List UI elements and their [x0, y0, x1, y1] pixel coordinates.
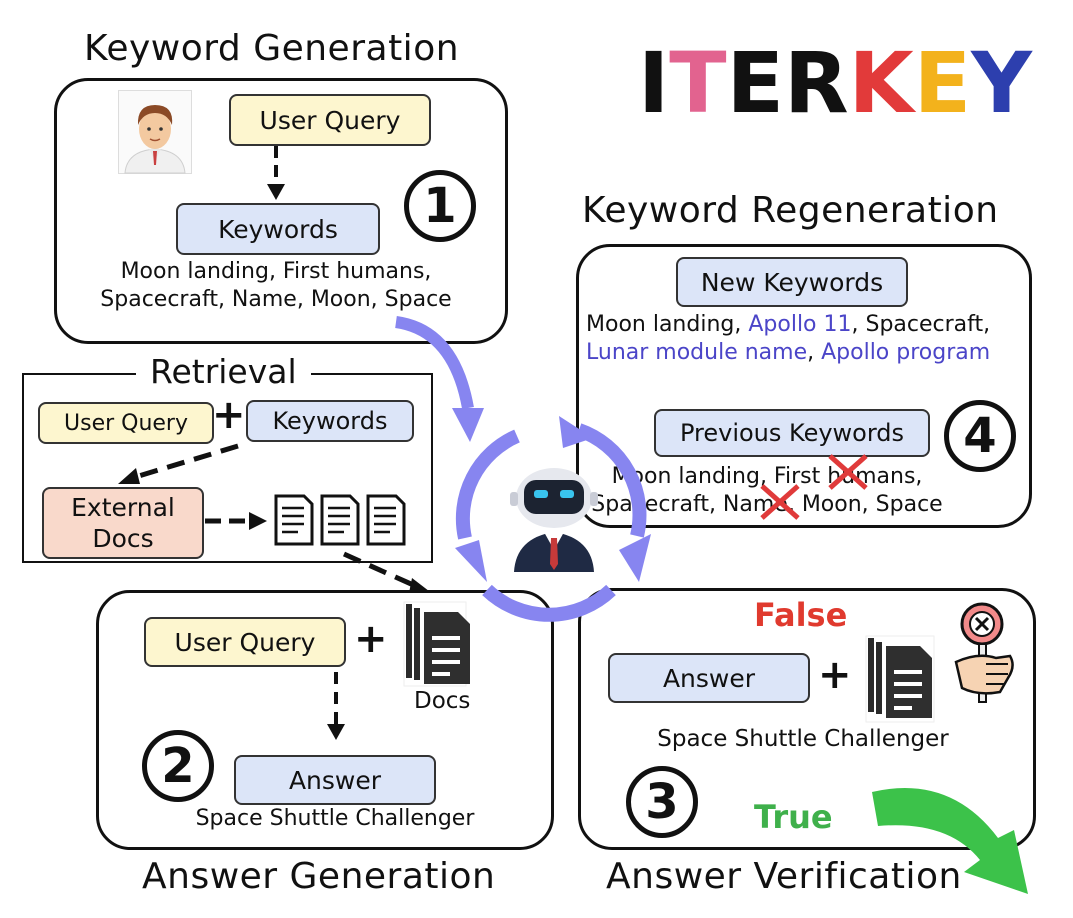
true-output-arrow-icon	[872, 788, 1028, 894]
new-kw-2c: Apollo program	[821, 340, 991, 365]
ag-user-query-box: User Query	[144, 617, 346, 667]
false-label: False	[754, 596, 848, 634]
ag-answer-box: Answer	[234, 755, 436, 805]
keyword-generation-title: Keyword Generation	[84, 28, 460, 69]
logo-letter: T	[669, 34, 727, 132]
logo-letter: Y	[971, 34, 1032, 132]
ret-keywords-to-docs-arrow	[118, 443, 239, 484]
av-docs-stack-icon	[865, 635, 935, 723]
answer-generation-title: Answer Generation	[142, 856, 496, 897]
cross-out-name-icon	[760, 484, 800, 520]
av-answer-text: Space Shuttle Challenger	[657, 726, 949, 752]
new-kw-1b: Apollo 11	[748, 312, 852, 337]
kg-query-to-keywords-arrow	[267, 146, 285, 200]
logo-letter: R	[783, 34, 849, 132]
keyword-regeneration-title: Keyword Regeneration	[582, 190, 999, 231]
iteration-cycle-icon	[455, 416, 651, 622]
logo-letter: E	[913, 34, 972, 132]
logo-letter: E	[726, 34, 784, 132]
step-3-badge: 3	[626, 766, 698, 838]
user-avatar-icon	[118, 90, 192, 174]
kg-keywords-box: Keywords	[176, 203, 380, 255]
logo-letter: K	[848, 34, 914, 132]
retrieval-title: Retrieval	[136, 352, 311, 391]
ret-plus: +	[212, 392, 246, 438]
new-kw-2a: Lunar module name	[586, 340, 808, 365]
reject-sign-hand-icon	[954, 602, 1014, 703]
ret-keywords-box: Keywords	[246, 400, 414, 442]
robot-agent-icon	[510, 468, 598, 572]
kg-user-query-box: User Query	[229, 94, 431, 146]
iterkey-logo: I T E R K E Y	[638, 34, 1032, 132]
ag-answer-text: Space Shuttle Challenger	[195, 806, 475, 831]
answer-verification-title: Answer Verification	[606, 856, 962, 897]
previous-keywords-box: Previous Keywords	[654, 409, 930, 457]
step-1-badge: 1	[404, 170, 476, 242]
av-plus: +	[818, 652, 852, 698]
new-keywords-line1: Moon landing, Apollo 11, Spacecraft,	[586, 312, 990, 337]
ag-docs-label: Docs	[414, 688, 471, 714]
external-docs-line2: Docs	[92, 524, 154, 553]
step-4-badge: 4	[944, 400, 1016, 472]
ret-user-query-box: User Query	[38, 402, 214, 444]
kg-keyword-list-line1: Moon landing, First humans,	[120, 259, 432, 284]
ret-docs-arrow	[205, 512, 267, 530]
external-docs-line1: External	[71, 493, 175, 522]
new-keywords-line2: Lunar module name, Apollo program	[586, 340, 990, 365]
prev-keywords-line1: Moon landing, First humans,	[611, 464, 923, 489]
external-docs-box: External Docs	[42, 487, 204, 559]
ag-docs-stack-icon	[403, 601, 470, 687]
logo-letter: I	[638, 34, 670, 132]
new-kw-2b: ,	[807, 340, 822, 365]
av-answer-box: Answer	[608, 653, 810, 703]
new-kw-1c: , Spacecraft,	[851, 312, 991, 337]
new-keywords-box: New Keywords	[676, 257, 908, 307]
step-2-badge: 2	[142, 730, 214, 802]
keywords-to-cycle-arrow	[394, 316, 484, 442]
retrieved-docs-icon	[274, 494, 406, 546]
new-kw-1a: Moon landing,	[586, 312, 749, 337]
cross-out-first-humans-icon	[828, 454, 868, 490]
true-label: True	[754, 798, 833, 836]
ag-plus: +	[354, 616, 388, 662]
kg-keyword-list-line2: Spacecraft, Name, Moon, Space	[100, 287, 452, 312]
ag-query-to-answer-arrow	[327, 672, 345, 740]
